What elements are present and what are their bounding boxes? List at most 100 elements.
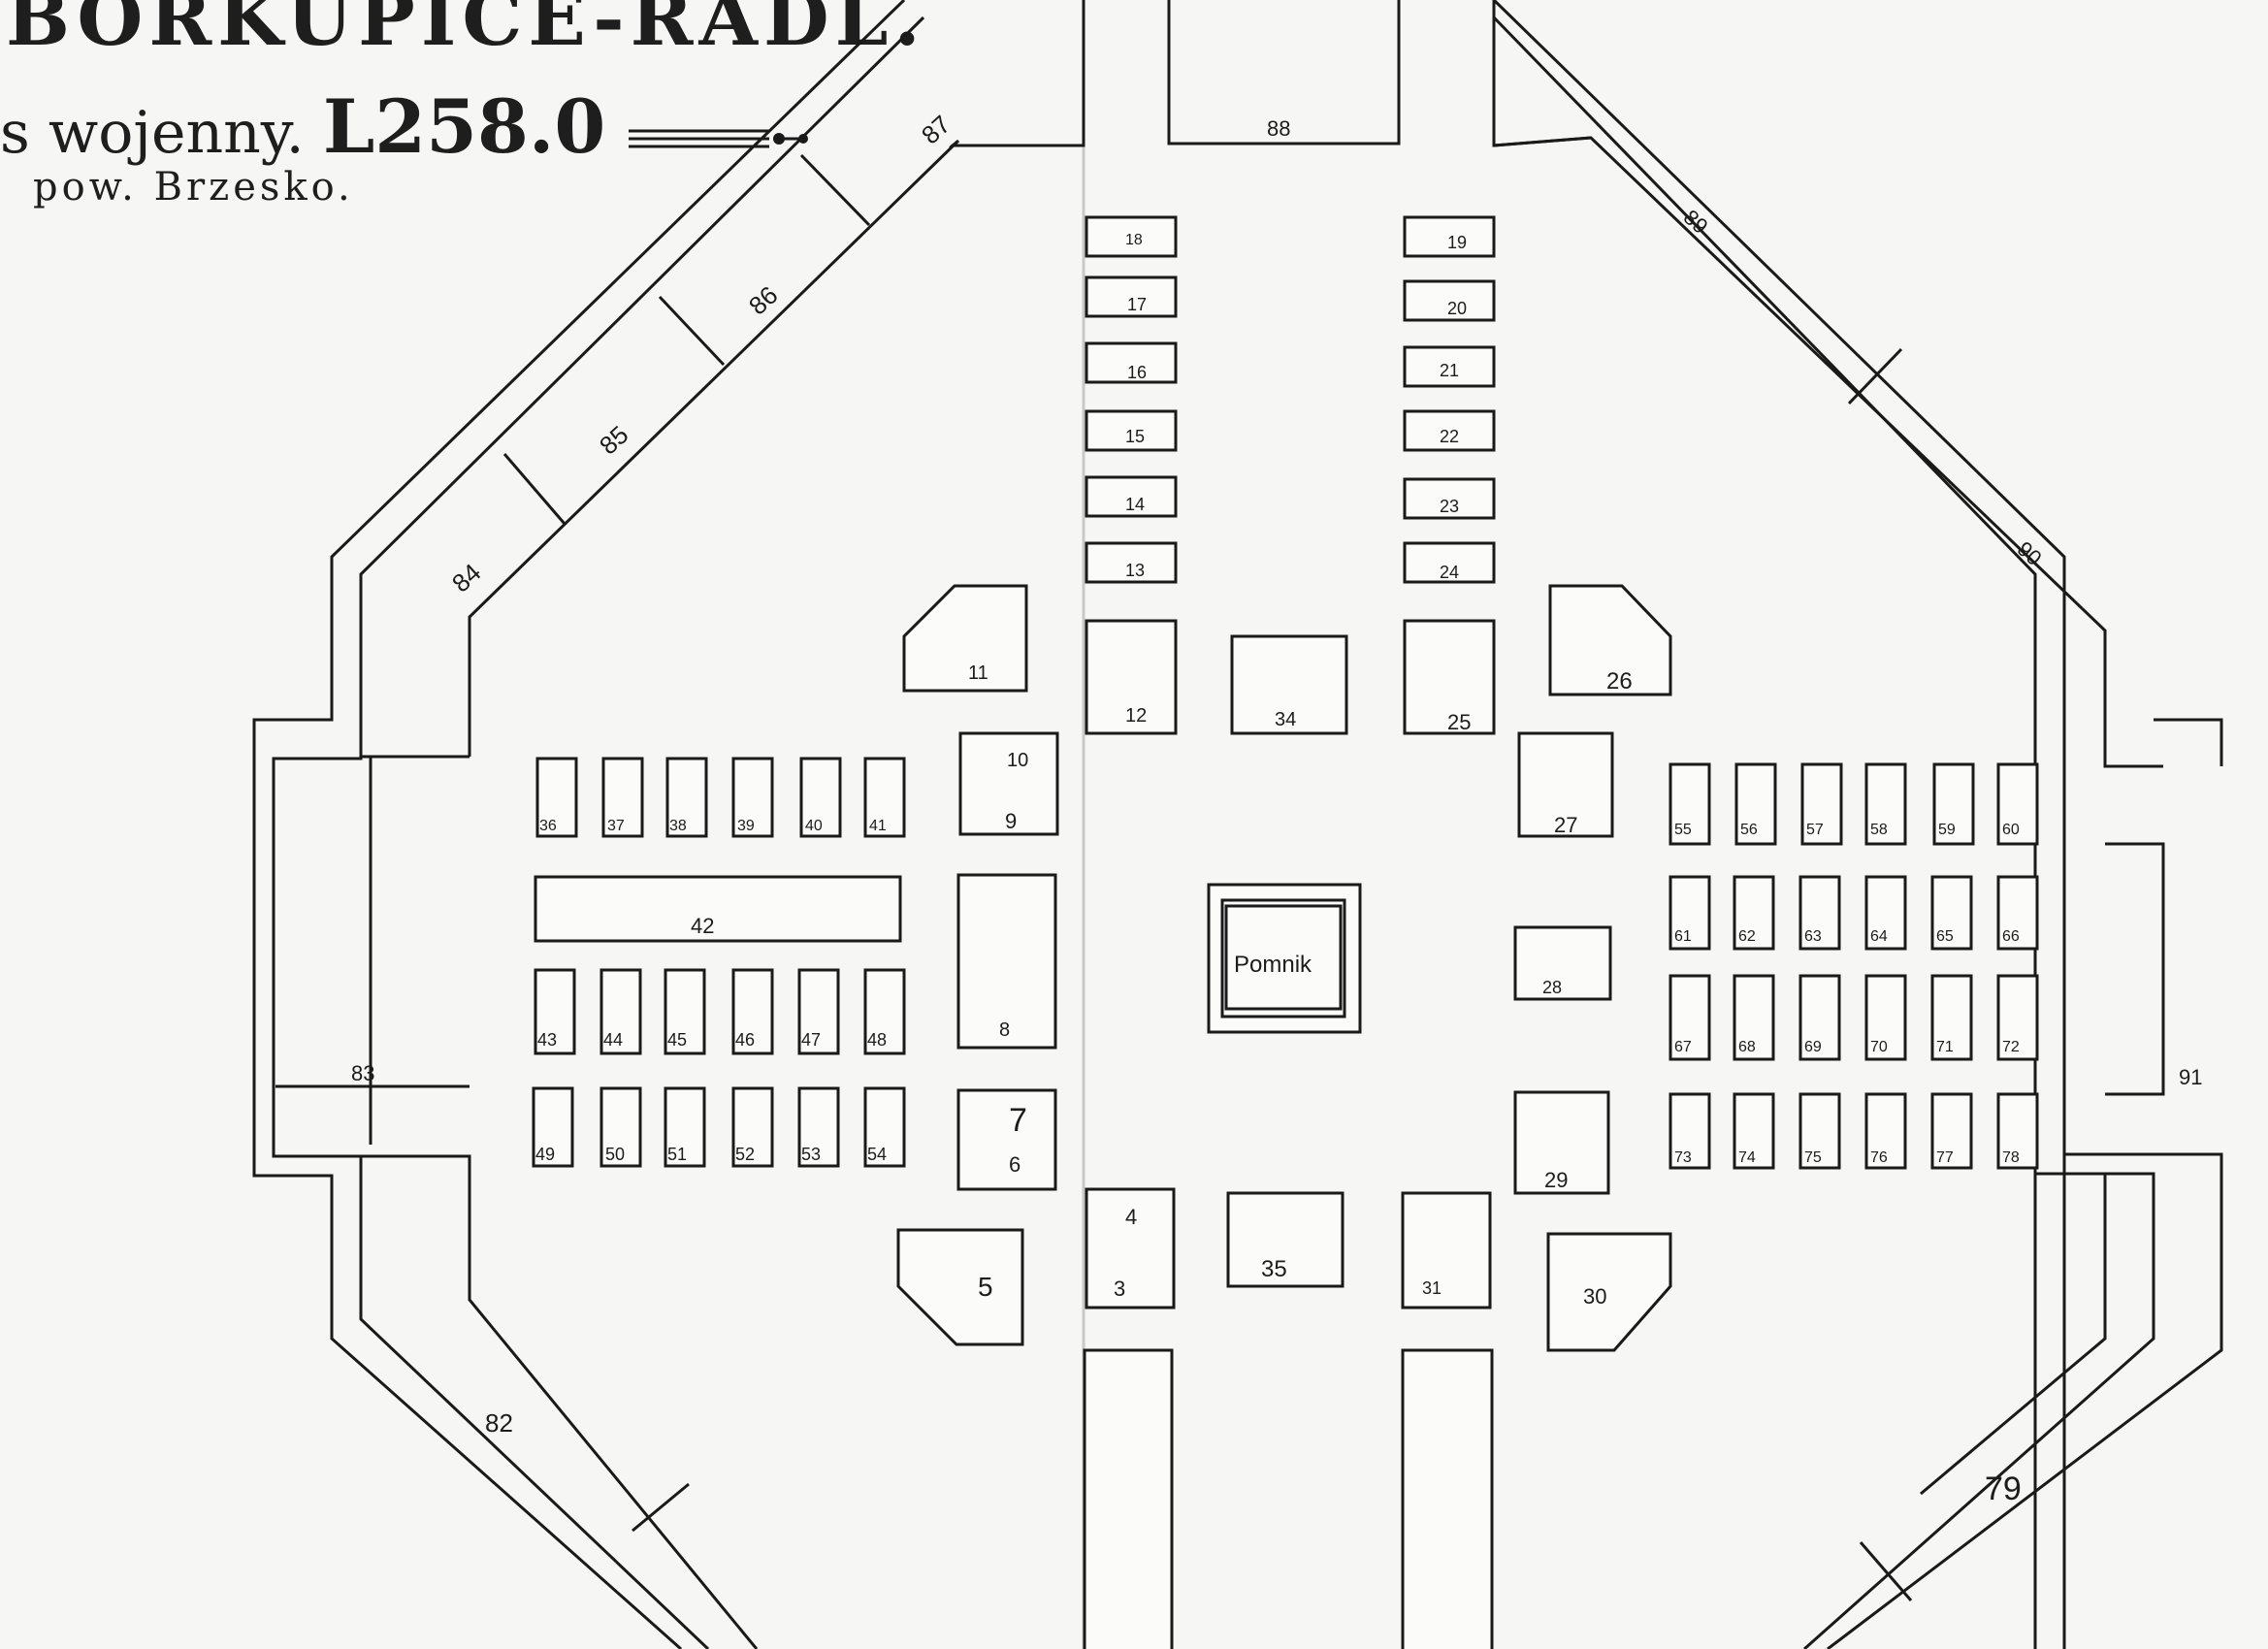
- plot-label-56: 56: [1740, 822, 1758, 838]
- plot-74[interactable]: [1733, 1092, 1775, 1170]
- plot-5[interactable]: [896, 1228, 1024, 1346]
- plot-7[interactable]: [956, 1088, 1057, 1191]
- plot-47[interactable]: [797, 968, 840, 1055]
- plot-4[interactable]: [1085, 1187, 1176, 1310]
- plot-30[interactable]: [1546, 1232, 1672, 1352]
- plot-49[interactable]: [532, 1086, 574, 1168]
- plot-71[interactable]: [1930, 974, 1973, 1061]
- plot-55[interactable]: [1669, 762, 1711, 846]
- plot-label-68: 68: [1738, 1039, 1756, 1055]
- plot-label-58: 58: [1870, 822, 1888, 838]
- plot-label-12: 12: [1125, 705, 1147, 727]
- plot-35[interactable]: [1226, 1191, 1345, 1288]
- plot-43[interactable]: [534, 968, 576, 1055]
- plot-75[interactable]: [1798, 1092, 1841, 1170]
- cemetery-type-text: s wojenny.: [0, 99, 305, 167]
- plot-label-13: 13: [1125, 561, 1145, 580]
- plot-label-35: 35: [1261, 1256, 1287, 1282]
- plot-31[interactable]: [1401, 1191, 1492, 1310]
- plot-78[interactable]: [1996, 1092, 2039, 1170]
- plot-46[interactable]: [731, 968, 774, 1055]
- plot-77[interactable]: [1930, 1092, 1973, 1170]
- plot-56[interactable]: [1734, 762, 1777, 846]
- plot-label-7: 7: [1009, 1102, 1027, 1139]
- plot-60[interactable]: [1996, 762, 2039, 846]
- plot-76[interactable]: [1864, 1092, 1907, 1170]
- plot-39[interactable]: [731, 757, 774, 838]
- plot-label-37: 37: [607, 818, 625, 834]
- monument[interactable]: [1220, 898, 1346, 1018]
- cemetery-title: BORKUPICE-RADL.: [6, 0, 926, 63]
- plot-label-21: 21: [1440, 361, 1459, 380]
- plot-18[interactable]: [1085, 215, 1178, 258]
- plot-67[interactable]: [1669, 974, 1711, 1061]
- plot-23[interactable]: [1403, 477, 1496, 520]
- plot-68[interactable]: [1733, 974, 1775, 1061]
- plot-22[interactable]: [1403, 409, 1496, 452]
- plot-59[interactable]: [1932, 762, 1975, 846]
- plot-38[interactable]: [665, 757, 708, 838]
- plot-69[interactable]: [1798, 974, 1841, 1061]
- plot-57[interactable]: [1800, 762, 1843, 846]
- cemetery-code: L258.0: [322, 83, 606, 170]
- plot-label-66: 66: [2002, 928, 2020, 945]
- plot-51[interactable]: [664, 1086, 706, 1168]
- plot-37[interactable]: [601, 757, 644, 838]
- plot-62[interactable]: [1733, 875, 1775, 951]
- plot-72[interactable]: [1996, 974, 2039, 1061]
- plot-45[interactable]: [664, 968, 706, 1055]
- plot-label-74: 74: [1738, 1149, 1756, 1166]
- plot-54[interactable]: [863, 1086, 906, 1168]
- plot-64[interactable]: [1864, 875, 1907, 951]
- plot-48[interactable]: [863, 968, 906, 1055]
- plot-53[interactable]: [797, 1086, 840, 1168]
- plot-label-38: 38: [669, 818, 687, 834]
- plot-50[interactable]: [599, 1086, 642, 1168]
- plot-19[interactable]: [1403, 215, 1496, 258]
- plot-label-10: 10: [1007, 750, 1028, 771]
- plot-25[interactable]: [1403, 619, 1496, 735]
- plot-label-82: 82: [485, 1408, 513, 1438]
- plot-73[interactable]: [1669, 1092, 1711, 1170]
- plot-11[interactable]: [902, 584, 1028, 693]
- plot-10[interactable]: [958, 731, 1059, 836]
- plot-24[interactable]: [1403, 541, 1496, 584]
- plot-28[interactable]: [1513, 925, 1612, 1001]
- plot-65[interactable]: [1930, 875, 1973, 951]
- plot-label-69: 69: [1804, 1039, 1822, 1055]
- plot-70[interactable]: [1864, 974, 1907, 1061]
- plot-label-47: 47: [801, 1030, 821, 1050]
- plot-label-31: 31: [1422, 1278, 1442, 1298]
- plot-29[interactable]: [1513, 1090, 1610, 1195]
- plot-26[interactable]: [1548, 584, 1672, 696]
- plot-34[interactable]: [1230, 634, 1348, 735]
- plot-label-67: 67: [1674, 1039, 1692, 1055]
- plot-14[interactable]: [1085, 475, 1178, 518]
- plot-66[interactable]: [1996, 875, 2039, 951]
- plot-52[interactable]: [731, 1086, 774, 1168]
- plot-13[interactable]: [1085, 541, 1178, 584]
- plot-bottom-right-alley: [1401, 1348, 1494, 1649]
- plot-16[interactable]: [1085, 341, 1178, 384]
- plot-41[interactable]: [863, 757, 906, 838]
- plot-44[interactable]: [599, 968, 642, 1055]
- plot-17[interactable]: [1085, 275, 1178, 318]
- plot-21[interactable]: [1403, 345, 1496, 388]
- plot-8[interactable]: [956, 873, 1057, 1050]
- plot-61[interactable]: [1669, 875, 1711, 951]
- plot-label-3: 3: [1114, 1277, 1125, 1301]
- plot-63[interactable]: [1798, 875, 1841, 951]
- plot-15[interactable]: [1085, 409, 1178, 452]
- plot-label-46: 46: [735, 1030, 755, 1050]
- plot-label-40: 40: [805, 818, 823, 834]
- plot-40[interactable]: [799, 757, 842, 838]
- plot-42[interactable]: [534, 875, 902, 943]
- top-gate: [1082, 0, 1496, 146]
- plot-58[interactable]: [1864, 762, 1907, 846]
- plot-label-27: 27: [1554, 813, 1577, 837]
- plot-27[interactable]: [1517, 731, 1614, 838]
- plot-12[interactable]: [1085, 619, 1178, 735]
- plot-36[interactable]: [535, 757, 578, 838]
- plot-label-29: 29: [1544, 1168, 1568, 1192]
- plot-20[interactable]: [1403, 279, 1496, 322]
